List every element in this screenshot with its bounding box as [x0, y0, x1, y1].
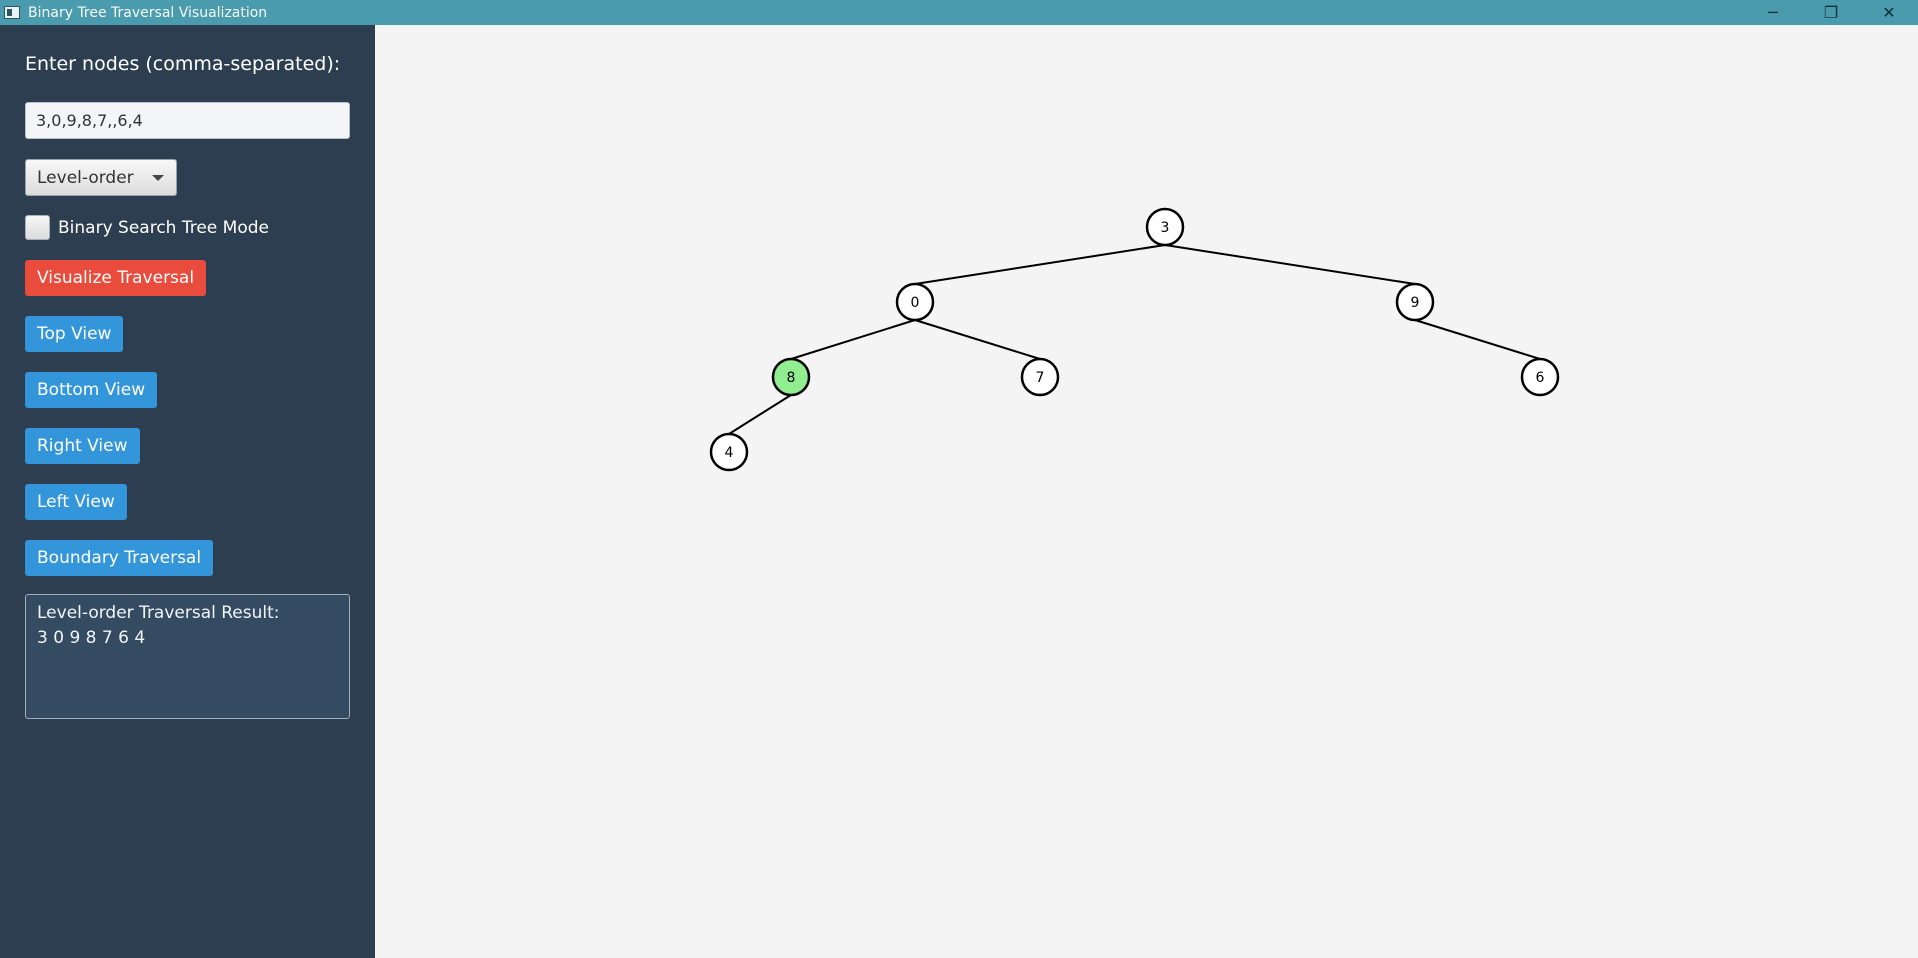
- window-title: Binary Tree Traversal Visualization: [28, 4, 268, 21]
- tree-node-circle: [1020, 357, 1060, 397]
- tree-diagram: 3 0 9 8 7 6 4: [709, 207, 1560, 472]
- tree-node-label: 6: [1536, 370, 1545, 386]
- bst-mode-label: Binary Search Tree Mode: [58, 217, 269, 238]
- tree-edge-0-8: [790, 319, 916, 360]
- tree-node-label: 3: [1161, 220, 1170, 236]
- tree-edge-8-4: [728, 394, 792, 435]
- tree-node-circle: [1395, 282, 1435, 322]
- top-view-button[interactable]: Top View: [25, 316, 124, 352]
- result-values: 3 0 9 8 7 6 4: [37, 628, 146, 648]
- visualize-traversal-button[interactable]: Visualize Traversal: [25, 260, 207, 296]
- tree-node-circle: [709, 432, 749, 472]
- app-icon: [4, 6, 20, 19]
- title-bar: Binary Tree Traversal Visualization ─ ❐ …: [0, 0, 1918, 25]
- close-icon[interactable]: ✕: [1882, 3, 1896, 22]
- traversal-result-box[interactable]: Level-order Traversal Result: 3 0 9 8 7 …: [25, 594, 350, 719]
- tree-node-circle: [895, 282, 935, 322]
- tree-edge-3-0: [914, 244, 1166, 285]
- result-title: Level-order Traversal Result:: [37, 603, 280, 623]
- sidebar: Enter nodes (comma-separated): Level-ord…: [0, 25, 375, 958]
- nodes-input-label: Enter nodes (comma-separated):: [25, 53, 341, 75]
- bst-mode-row: Binary Search Tree Mode: [25, 215, 269, 240]
- window-controls: ─ ❐ ✕: [1744, 0, 1918, 25]
- tree-node-circle: [771, 357, 811, 397]
- boundary-traversal-button[interactable]: Boundary Traversal: [25, 540, 214, 576]
- tree-node-0: 0: [895, 282, 935, 322]
- tree-node-9: 9: [1395, 282, 1435, 322]
- left-view-button[interactable]: Left View: [25, 484, 127, 520]
- tree-node-3: 3: [1145, 207, 1185, 247]
- tree-edge-3-9: [1164, 244, 1416, 285]
- traversal-type-select[interactable]: Level-order: [25, 159, 177, 196]
- tree-node-circle: [1520, 357, 1560, 397]
- tree-node-8: 8: [771, 357, 811, 397]
- tree-edge-0-7: [914, 319, 1041, 360]
- tree-node-4: 4: [709, 432, 749, 472]
- tree-node-label: 9: [1411, 295, 1420, 311]
- tree-edge-9-6: [1414, 319, 1541, 360]
- restore-icon[interactable]: ❐: [1823, 3, 1839, 22]
- tree-node-circle: [1145, 207, 1185, 247]
- right-view-button[interactable]: Right View: [25, 428, 140, 464]
- tree-canvas: 3 0 9 8 7 6 4: [375, 25, 1918, 958]
- bst-mode-checkbox[interactable]: [25, 215, 50, 240]
- tree-node-7: 7: [1020, 357, 1060, 397]
- minimize-icon[interactable]: ─: [1768, 3, 1778, 22]
- tree-node-label: 4: [725, 445, 734, 461]
- tree-node-label: 8: [787, 370, 796, 386]
- nodes-input[interactable]: [25, 102, 350, 139]
- traversal-type-value: Level-order: [37, 167, 134, 188]
- tree-node-label: 0: [911, 295, 920, 311]
- tree-node-label: 7: [1036, 370, 1045, 386]
- bottom-view-button[interactable]: Bottom View: [25, 372, 158, 408]
- chevron-down-icon: [152, 175, 164, 181]
- tree-node-6: 6: [1520, 357, 1560, 397]
